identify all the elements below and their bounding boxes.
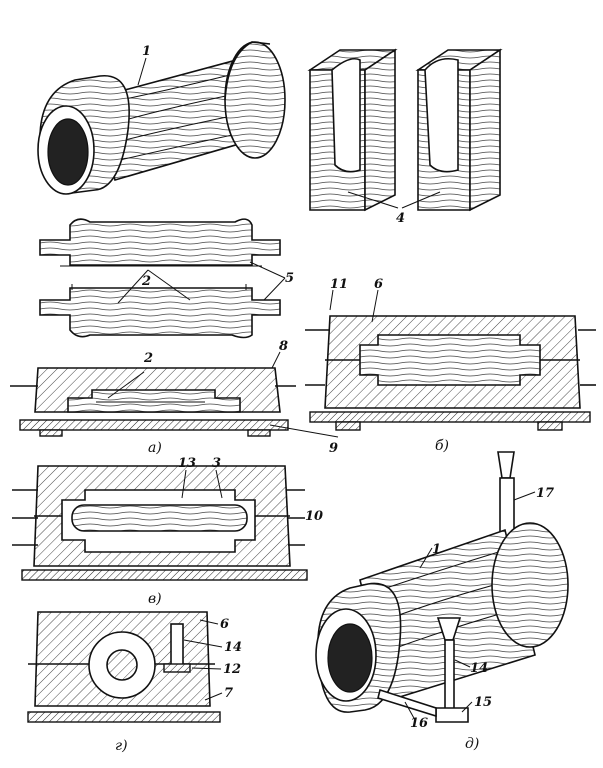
label-4: 4	[396, 211, 405, 226]
label-2-b: 2	[143, 351, 153, 366]
label-1-top: 1	[142, 44, 151, 59]
label-3: 3	[212, 456, 221, 471]
pattern-1-top	[37, 41, 286, 195]
figure-g-cross-section	[27, 611, 221, 723]
figure-captions: а) б) в) г) д)	[115, 438, 479, 754]
label-8: 8	[279, 339, 288, 354]
figure-a-drag-flask	[10, 351, 296, 437]
caption-b: б)	[435, 438, 449, 454]
figure-d-gating-system	[315, 451, 569, 723]
caption-g: г)	[115, 738, 128, 754]
caption-v: в)	[148, 591, 162, 607]
leader-lines	[183, 491, 536, 721]
label-11: 11	[330, 277, 348, 292]
label-16: 16	[410, 716, 428, 731]
label-14-d: 14	[470, 661, 488, 676]
label-2-a: 2	[141, 274, 151, 289]
label-6-b: 6	[374, 277, 383, 292]
label-17: 17	[536, 486, 554, 501]
label-12: 12	[223, 662, 241, 677]
label-6-g: 6	[220, 617, 229, 632]
label-7: 7	[224, 686, 233, 701]
figure-b-closed-mold	[305, 289, 596, 431]
label-9: 9	[329, 441, 338, 456]
core-box-halves	[307, 48, 503, 212]
label-14-g: 14	[224, 640, 242, 655]
label-1-d: 1	[432, 542, 441, 557]
split-pattern-halves	[39, 218, 286, 339]
label-5: 5	[285, 271, 294, 286]
figure-v-mold-with-core	[12, 465, 308, 581]
caption-a: а)	[148, 440, 162, 456]
caption-d: д)	[465, 736, 479, 752]
label-10: 10	[305, 509, 323, 524]
label-15: 15	[474, 695, 492, 710]
label-13: 13	[178, 456, 196, 471]
